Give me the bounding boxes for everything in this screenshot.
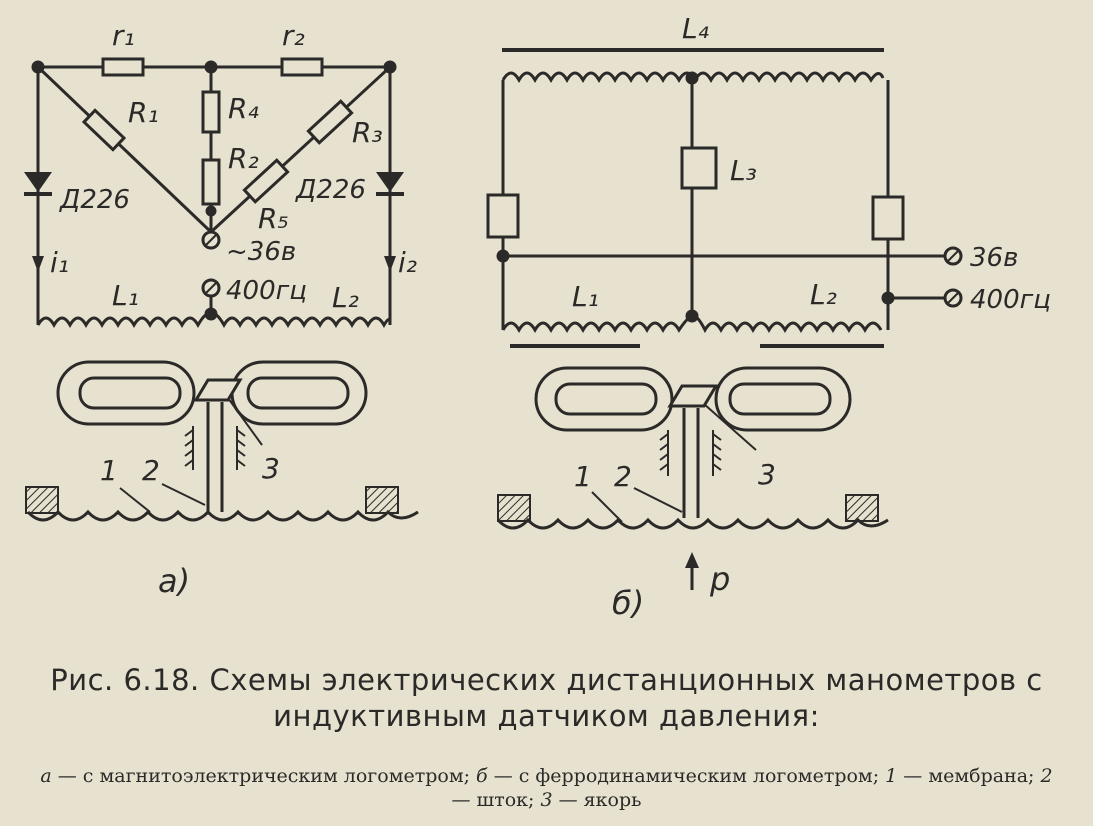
resistor-R2 [201,158,221,206]
arrow-i1 [32,256,44,272]
label-part1-b: 1 [574,460,592,493]
arrow-i2 [384,256,396,272]
label-voltage-b: 36в [970,243,1018,273]
clamp-right-b [845,494,879,522]
label-L2-b: L₂ [810,278,837,311]
resistor-r2 [280,57,324,77]
circuit-diagrams: r₁ r₂ R₁ R₄ R₃ R₂ R₅ Д226 Д226 i₁ i₂ ~36… [24,12,1051,622]
clamp-left-b [497,494,531,522]
diagram-b [486,48,963,590]
caption-line-2: индуктивным датчиком давления: [273,699,820,733]
label-L1-a: L₁ [112,279,139,312]
legend-text-a: — с магнитоэлектрическим логометром; [51,765,477,787]
coil-L1 [36,312,212,329]
label-part3-a: 3 [262,452,280,485]
armature-a [193,378,243,402]
membrane-a [26,509,419,522]
resistor-R3 [306,99,354,145]
resistor-R5 [242,158,290,204]
core-right-b [714,366,852,432]
clamp-left-a [25,486,59,514]
membrane-b [496,517,889,530]
label-frequency-b: 400гц [970,285,1051,315]
legend-key-a: а [40,765,52,787]
figure-caption-legend: а — с магнитоэлектрическим логометром; б… [0,764,1093,812]
legend-key-2: 2 [1040,765,1053,787]
label-part2-a: 2 [142,454,160,487]
label-L3: L₃ [730,154,757,187]
label-panel-a: а) [158,562,190,600]
label-part2-b: 2 [614,460,632,493]
label-frequency-a: 400гц [226,276,307,306]
diode-right [376,172,404,192]
label-part3-b: 3 [758,458,776,491]
diode-left [24,172,52,192]
coil-L1-b [501,314,693,334]
resistor-b-right [871,195,905,241]
label-L4: L₄ [682,12,709,45]
core-left-b [534,366,674,432]
legend-key-1: 1 [885,765,898,787]
terminal-b-2 [943,288,963,308]
legend-text-2: — шток; [451,789,541,811]
label-r1: r₁ [112,19,135,52]
diagram-a [24,57,419,522]
caption-line-1: Рис. 6.18. Схемы электрических дистанцио… [50,663,1043,697]
label-R2: R₂ [228,142,259,175]
coil-L2-b [691,314,883,334]
resistor-b-left [486,193,520,239]
terminal-b-1 [943,246,963,266]
label-pressure: p [709,560,730,598]
label-R3: R₃ [352,116,383,149]
label-R5: R₅ [258,202,289,235]
legend-text-3: — якорь [552,789,642,811]
resistor-r1 [101,57,145,77]
label-panel-b: б) [612,584,644,622]
label-diode-left: Д226 [59,185,130,215]
label-i1: i₁ [50,246,69,279]
label-R4: R₄ [228,92,259,125]
resistor-R1 [81,108,127,152]
legend-key-b: б [476,765,488,787]
label-L2-a: L₂ [332,281,359,314]
coil-L2 [210,312,392,329]
legend-text-b: — с ферродинамическим логометром; [487,765,886,787]
label-i2: i₂ [398,246,417,279]
label-part1-a: 1 [100,454,118,487]
armature-b [667,384,719,408]
figure-caption-title: Рис. 6.18. Схемы электрических дистанцио… [0,662,1093,734]
label-diode-right: Д226 [295,175,366,205]
label-R1: R₁ [128,96,159,129]
legend-key-3: 3 [540,789,553,811]
core-left-a [56,360,196,426]
legend-text-1: — мембрана; [897,765,1041,787]
inductor-L3 [680,146,718,190]
clamp-right-a [365,486,399,514]
label-L1-b: L₁ [572,280,599,313]
resistor-R4 [201,90,221,134]
terminal-a-1 [201,230,221,250]
label-voltage-a: ~36в [226,237,296,267]
label-r2: r₂ [282,19,305,52]
